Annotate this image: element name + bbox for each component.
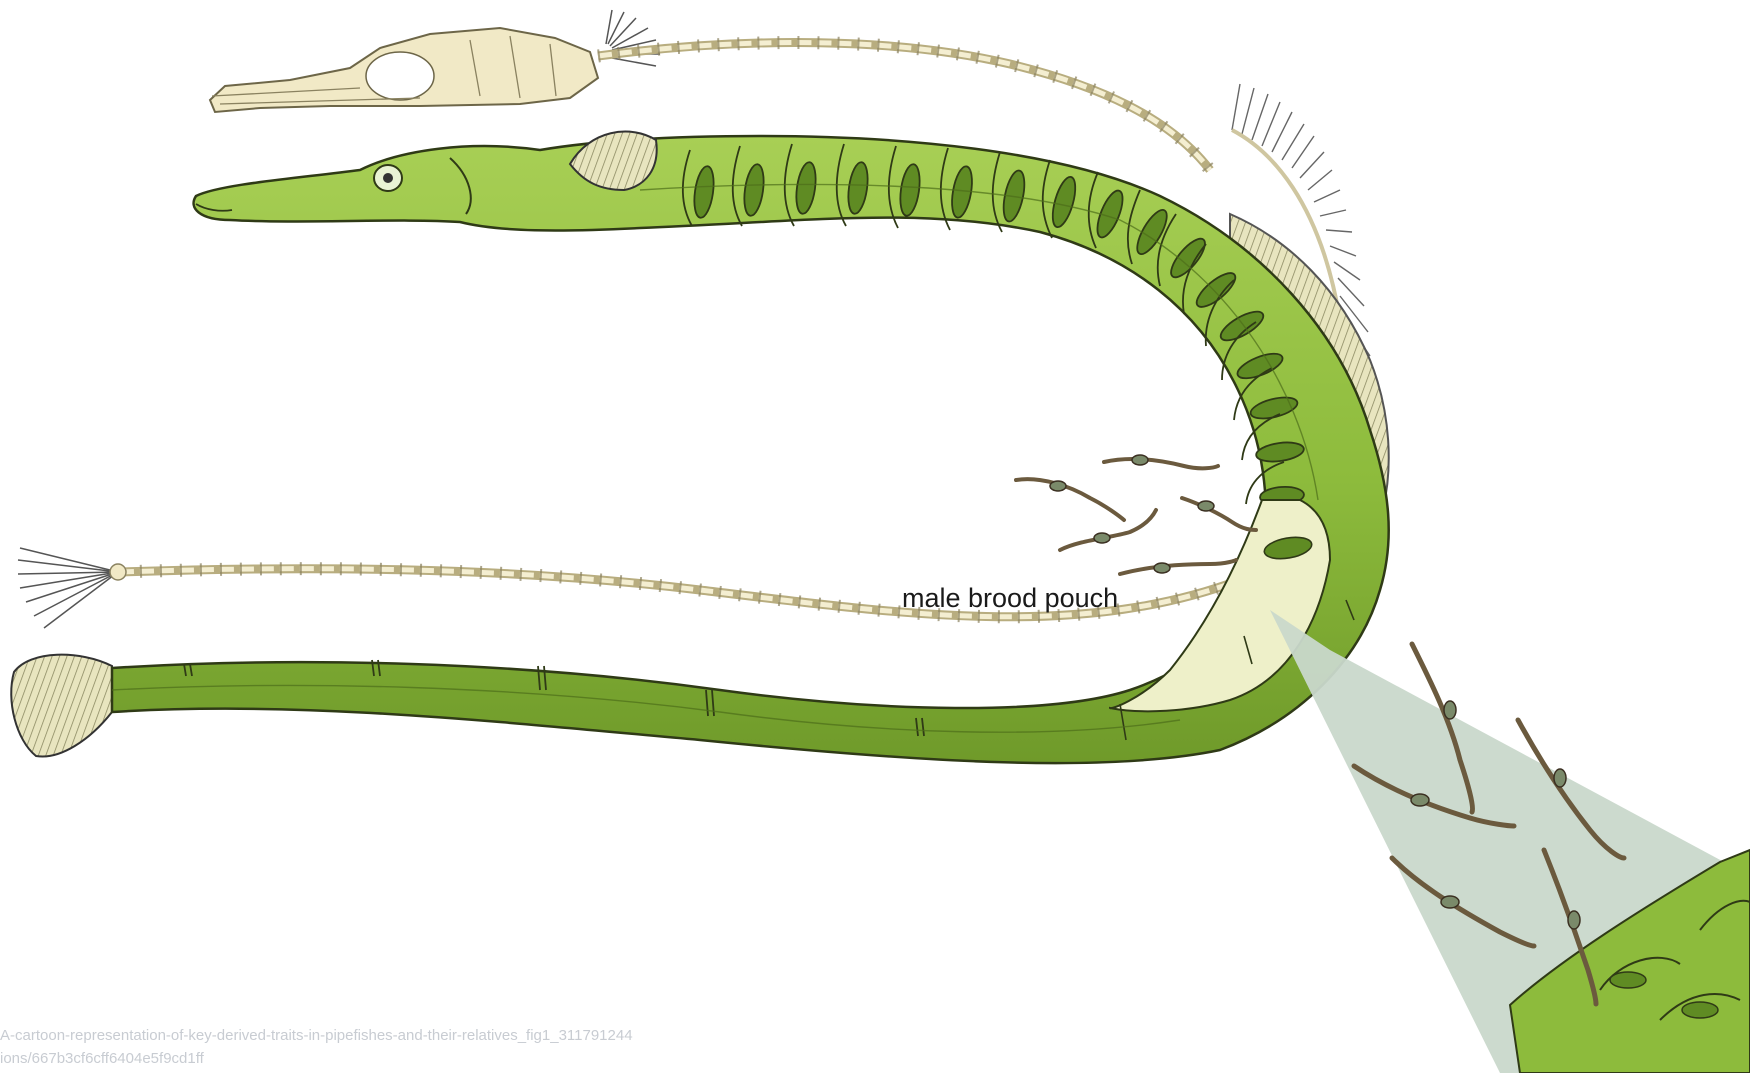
embryo-cluster <box>1016 455 1256 574</box>
watermark-line-2: ions/667b3cf6cff6404e5f9cd1ff <box>0 1050 204 1067</box>
skeleton-upper <box>18 10 1370 628</box>
watermark-line-1: A-cartoon-representation-of-key-derived-… <box>0 1027 633 1044</box>
brood-pouch-label: male brood pouch <box>902 583 1118 614</box>
zoom-inset-panel <box>1270 610 1750 1073</box>
caudal-fin <box>11 655 112 757</box>
skeleton-caudal-fin-rays <box>18 548 118 628</box>
pipefish-body <box>11 132 1388 764</box>
